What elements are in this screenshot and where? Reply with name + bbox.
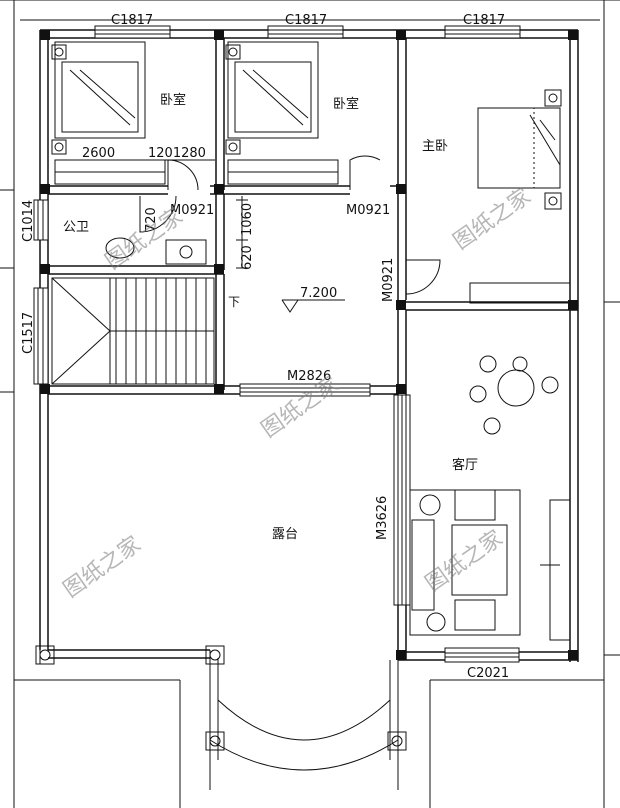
door-label-master: M0921 [381,258,396,302]
dim-620: 620 [240,245,255,270]
window-label-stair-left: C1517 [21,312,36,354]
room-label-bath: 公卫 [63,220,89,235]
watermark-4: 图纸之家 [59,532,145,603]
door-label-bed2: M0921 [346,203,390,218]
window-label-2: C1817 [285,13,327,28]
dim-2600: 2600 [82,146,115,161]
door-label-terrace: M2826 [287,369,331,384]
dim-1201280: 1201280 [148,146,206,161]
room-label-terrace: 露台 [272,527,298,542]
window-label-bath-left: C1014 [21,200,36,242]
dim-1060: 1060 [240,203,255,236]
window-label-1: C1817 [111,13,153,28]
room-label-master: 主卧 [422,139,448,154]
watermark-2: 图纸之家 [449,184,535,255]
window-label-bottom: C2021 [467,666,509,681]
door-label-bath: M0921 [170,203,214,218]
window-label-3: C1817 [463,13,505,28]
dim-720: 720 [144,207,159,232]
room-label-living: 客厅 [452,457,478,473]
stair-down-label: 下 [228,295,240,309]
room-label-bedroom-1: 卧室 [160,92,186,108]
room-label-bedroom-2: 卧室 [333,96,359,112]
door-label-living: M3626 [375,496,390,540]
elevation-label: 7.200 [300,286,337,301]
